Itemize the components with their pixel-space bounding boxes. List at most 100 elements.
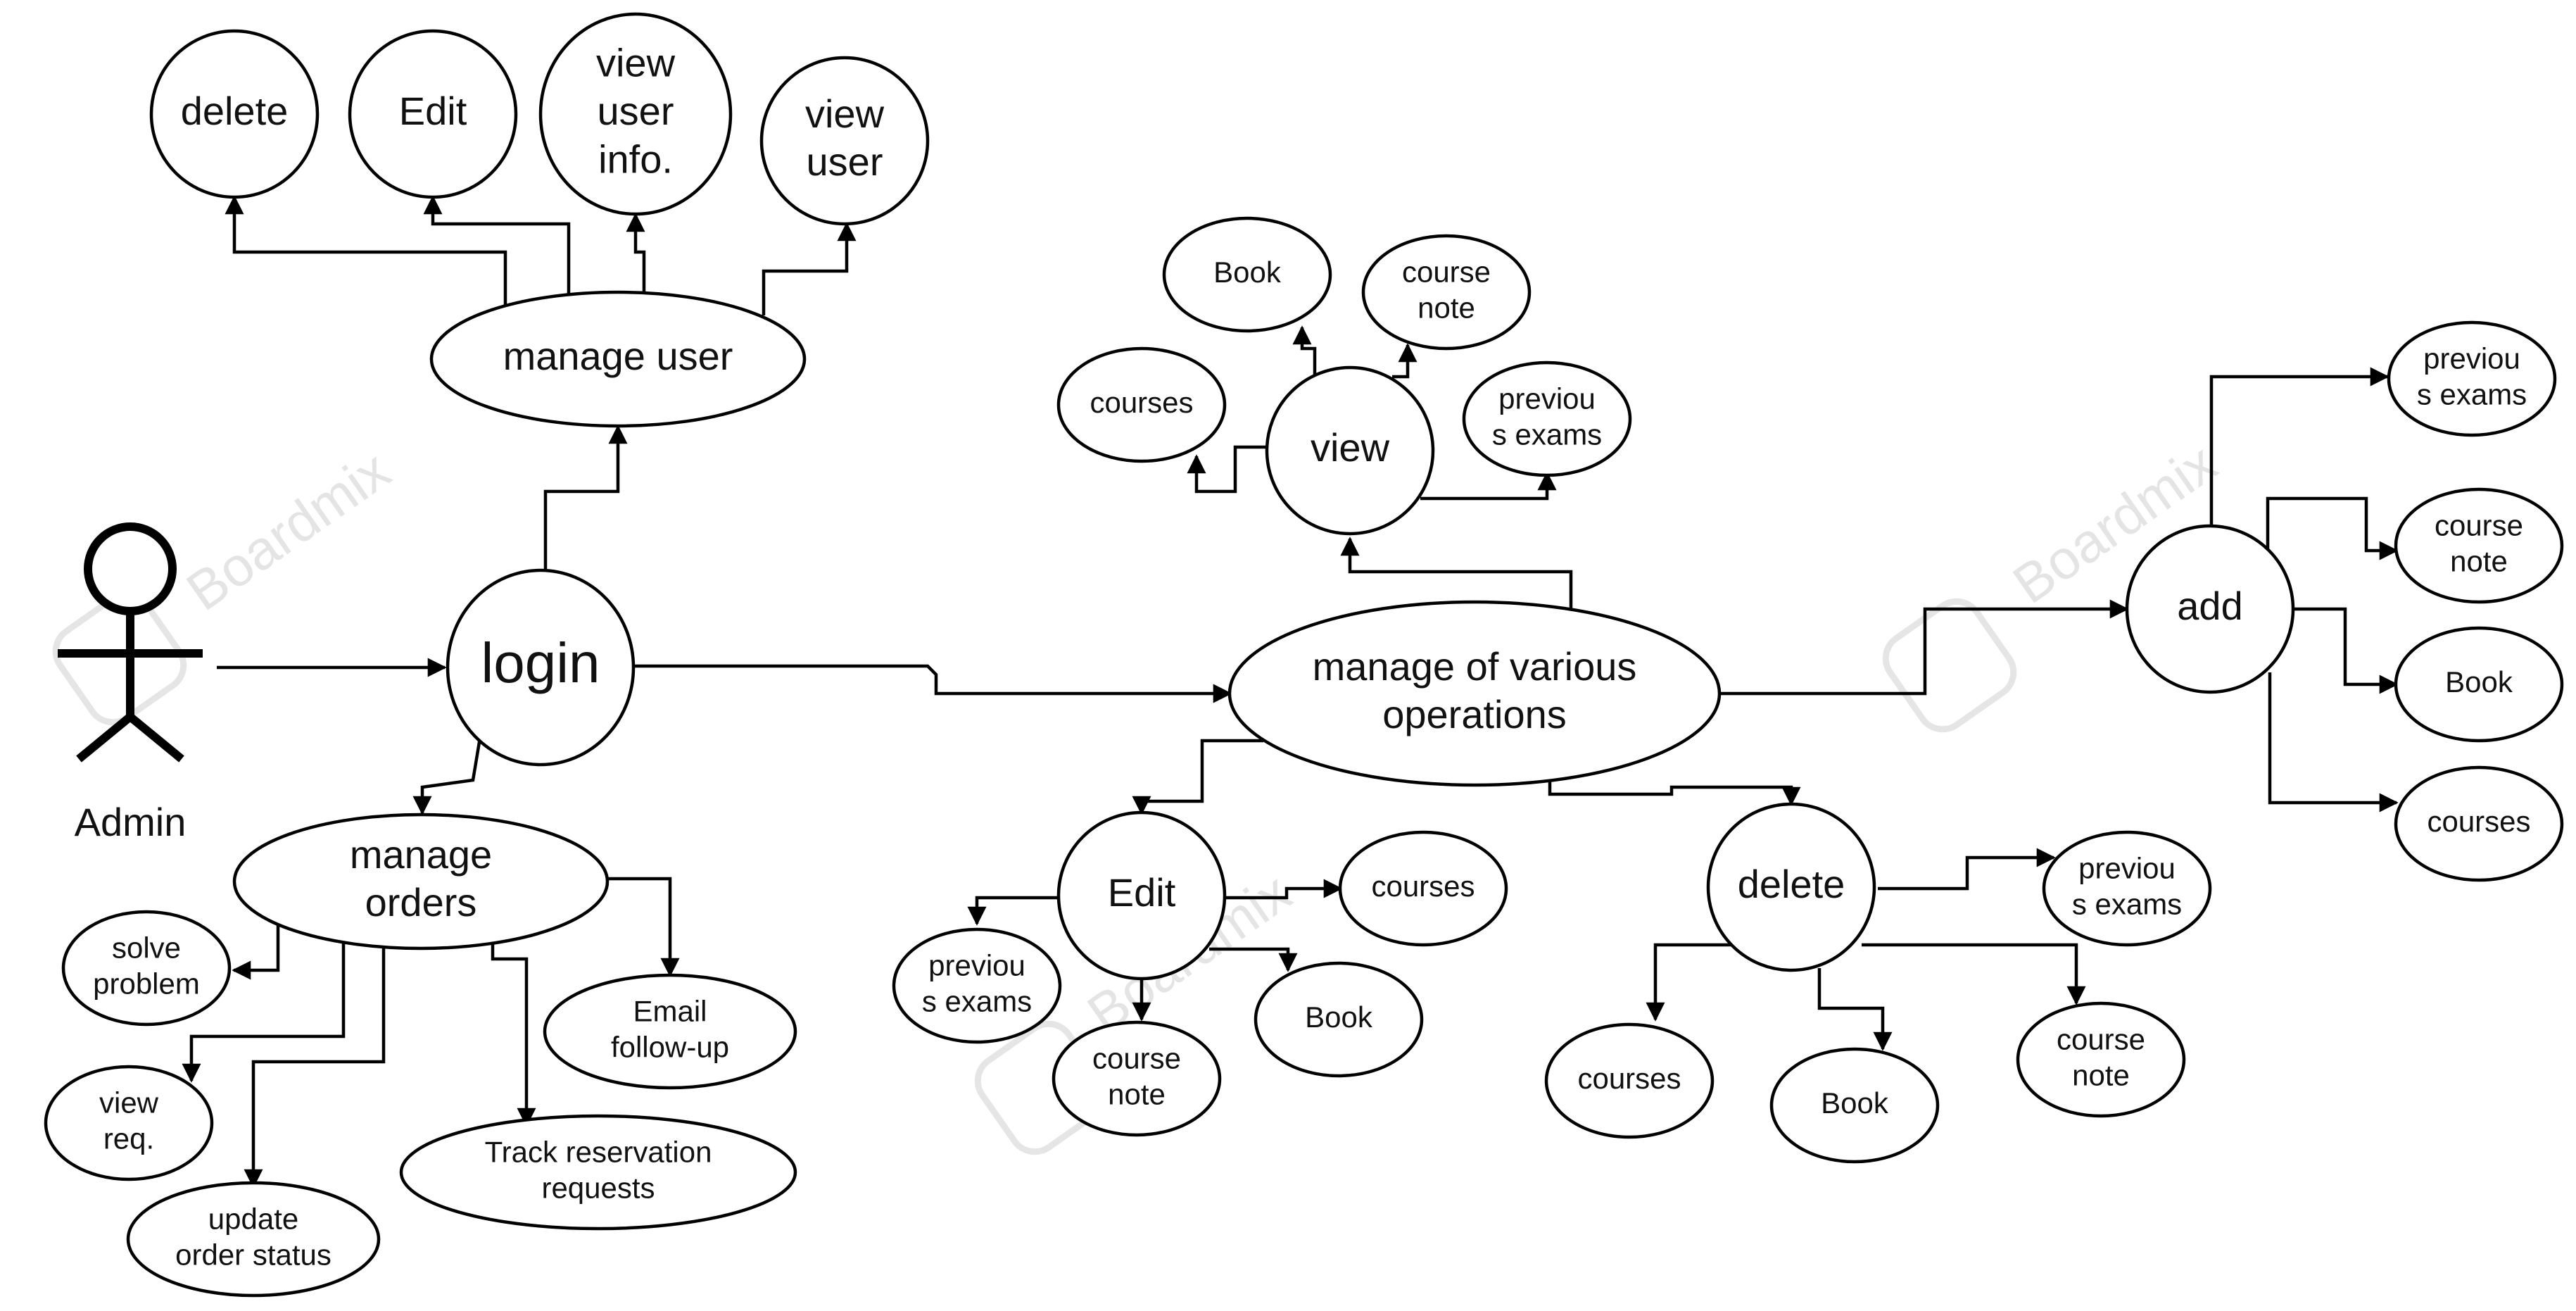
use-case-edit-courses[interactable]: courses	[1338, 830, 1508, 947]
use-case-login-ellipse[interactable]	[446, 568, 636, 767]
use-case-email-followup-ellipse[interactable]	[543, 973, 797, 1090]
use-case-view-courses-ellipse[interactable]	[1056, 346, 1227, 463]
label-line: course	[2435, 508, 2523, 541]
use-case-edit-book[interactable]: Book	[1254, 961, 1424, 1078]
label-line: order status	[175, 1238, 332, 1272]
use-case-update-order-status-ellipse[interactable]	[126, 1181, 381, 1298]
use-case-delete-course-note-ellipse[interactable]	[2016, 1001, 2186, 1118]
label-line: Book	[2445, 665, 2513, 698]
use-case-track-reservation-ellipse[interactable]	[399, 1114, 797, 1231]
use-case-manage-orders-ellipse[interactable]	[232, 813, 610, 951]
use-case-edit-course-note[interactable]: course note	[1052, 1020, 1222, 1137]
use-case-manage-user-label: manage user	[503, 334, 733, 378]
use-case-view-previous-exams-ellipse[interactable]	[1462, 360, 1632, 477]
label-line: update	[208, 1202, 298, 1235]
label-line: s exams	[2072, 888, 2182, 921]
use-case-view[interactable]: view	[1265, 365, 1435, 536]
use-case-view-book[interactable]: Book	[1162, 216, 1332, 333]
use-case-delete-user-ellipse[interactable]	[149, 29, 320, 199]
use-case-solve-problem-ellipse[interactable]	[61, 910, 232, 1027]
connector-manage-user-delete	[225, 195, 507, 305]
use-case-delete-book[interactable]: Book	[1769, 1047, 1940, 1164]
label-line: course	[1092, 1041, 1181, 1074]
use-case-view-book-ellipse[interactable]	[1162, 216, 1332, 333]
use-case-view-courses-label: courses	[1090, 386, 1193, 419]
label-line: manage user	[503, 334, 733, 378]
use-case-view-user-info-ellipse[interactable]	[538, 12, 733, 216]
use-case-manage-user-ellipse[interactable]	[429, 290, 807, 428]
use-case-add-book-ellipse[interactable]	[2394, 626, 2564, 743]
use-case-add-courses-ellipse[interactable]	[2394, 765, 2564, 882]
use-case-view-req-ellipse[interactable]	[44, 1065, 214, 1181]
use-case-edit-courses-ellipse[interactable]	[1338, 830, 1508, 947]
connector-manage-operations-edit	[1132, 739, 1263, 815]
label-line: previou	[1498, 382, 1596, 415]
actor-admin: Admin	[58, 522, 203, 844]
use-case-edit-user-ellipse[interactable]	[348, 29, 518, 199]
use-case-delete-courses[interactable]: courses	[1544, 1022, 1715, 1139]
use-case-edit-book-ellipse[interactable]	[1254, 961, 1424, 1078]
use-case-add-courses[interactable]: courses	[2394, 765, 2564, 882]
use-case-edit-course-note-ellipse[interactable]	[1052, 1020, 1222, 1137]
use-case-manage-user[interactable]: manage user	[429, 290, 807, 428]
connector-delete-previous-exams	[1878, 848, 2056, 891]
use-case-delete-book-ellipse[interactable]	[1769, 1047, 1940, 1164]
use-case-delete-ellipse[interactable]	[1706, 802, 1876, 972]
label-line: Book	[1821, 1086, 1889, 1119]
use-case-delete-courses-ellipse[interactable]	[1544, 1022, 1715, 1139]
connector-view-courses	[1187, 445, 1267, 494]
use-case-view-book-label: Book	[1213, 256, 1282, 289]
use-case-edit-ellipse[interactable]	[1056, 810, 1227, 981]
label-line: previou	[2423, 341, 2520, 375]
use-case-edit-previous-exams-ellipse[interactable]	[892, 927, 1062, 1044]
use-case-delete[interactable]: delete	[1706, 802, 1876, 972]
use-case-add[interactable]: add	[2125, 524, 2295, 694]
label-line: note	[1108, 1078, 1166, 1111]
use-case-edit[interactable]: Edit	[1056, 810, 1227, 981]
use-case-edit-user[interactable]: Edit	[348, 29, 518, 199]
use-case-add-book-label: Book	[2445, 665, 2513, 698]
label-line: Edit	[1108, 870, 1176, 915]
use-case-add-ellipse[interactable]	[2125, 524, 2295, 694]
use-case-edit-courses-label: courses	[1371, 870, 1475, 903]
connector-add-previous-exams	[2209, 367, 2389, 527]
use-case-view-course-note-ellipse[interactable]	[1361, 234, 1532, 351]
use-case-add-book[interactable]: Book	[2394, 626, 2564, 743]
use-case-add-previous-exams-ellipse[interactable]	[2387, 320, 2557, 437]
use-case-add-course-note-ellipse[interactable]	[2394, 487, 2564, 604]
use-case-login[interactable]: login	[446, 568, 636, 767]
use-case-delete-user[interactable]: delete	[149, 29, 320, 199]
connector-manage-orders-track-reservation	[491, 940, 536, 1127]
label-line: s exams	[2417, 378, 2527, 411]
use-case-view-user-ellipse[interactable]	[759, 56, 930, 226]
watermark-logo-right	[1882, 598, 2017, 733]
use-case-view-ellipse[interactable]	[1265, 365, 1435, 536]
connector-manage-orders-update-status	[244, 943, 386, 1188]
use-case-delete-previous-exams-ellipse[interactable]	[2042, 830, 2212, 947]
use-case-manage-operations-ellipse[interactable]	[1227, 600, 1722, 787]
use-case-view-courses[interactable]: courses	[1056, 346, 1227, 463]
